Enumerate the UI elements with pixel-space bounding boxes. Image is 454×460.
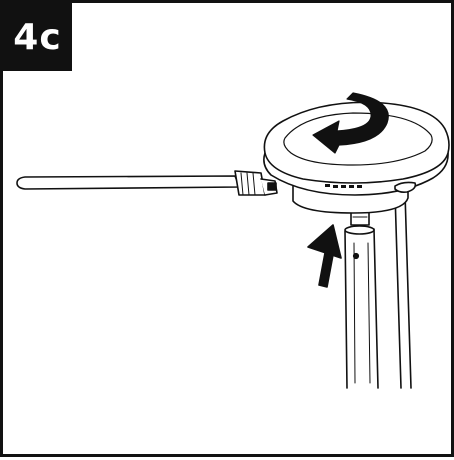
sensor-unit (263, 101, 450, 214)
rear-support-rod (394, 192, 412, 389)
up-arrow-icon (307, 224, 342, 288)
mounting-pole (344, 209, 379, 389)
antenna (16, 170, 278, 196)
step-number-badge: 4c (3, 3, 72, 71)
curved-rotate-arrow-icon (312, 92, 389, 154)
sensor-mounting-illustration (16, 92, 450, 389)
vent-slots (325, 184, 362, 188)
